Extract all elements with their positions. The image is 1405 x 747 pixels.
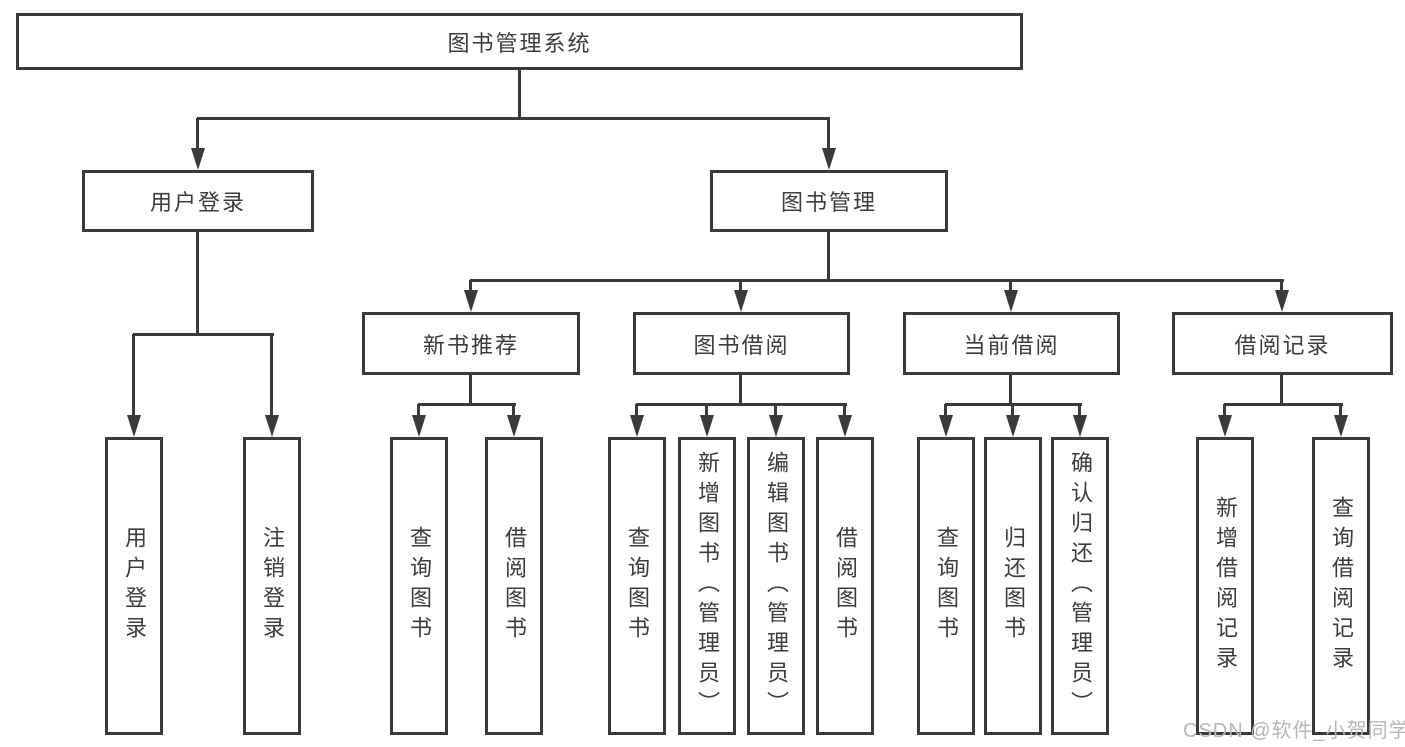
connector-borrow-rail [636, 403, 847, 406]
connector-records-stem [1280, 375, 1283, 406]
leaf-edit-books-admin: 编辑图书（管理员） [747, 437, 805, 735]
leaf-label: 新增借阅记录 [1213, 496, 1238, 676]
leaf-label: 借阅图书 [502, 526, 527, 646]
connector-current-drop-2 [1011, 404, 1014, 416]
connector-records-rail [1224, 403, 1343, 406]
leaf-query-borrow-record: 查询借阅记录 [1312, 437, 1370, 735]
arrow-down-icon [464, 290, 478, 312]
arrow-down-icon [1006, 415, 1020, 437]
connector-book-mgmt-drop-4 [1280, 280, 1283, 292]
connector-root-drop-right [827, 118, 830, 150]
leaf-label: 新增图书（管理员） [695, 451, 720, 721]
connector-borrow-drop-2 [705, 404, 708, 416]
leaf-borrow-books-recommend: 借阅图书 [485, 437, 543, 735]
node-book-management: 图书管理 [710, 170, 948, 232]
leaf-add-books-admin: 新增图书（管理员） [678, 437, 736, 735]
connector-recommend-drop-1 [417, 404, 420, 416]
node-label: 新书推荐 [422, 332, 519, 358]
node-current-borrowing: 当前借阅 [903, 312, 1120, 375]
arrow-down-icon [191, 148, 205, 170]
connector-current-stem [1009, 375, 1012, 406]
leaf-query-books-recommend: 查询图书 [390, 437, 448, 735]
arrow-down-icon [412, 415, 426, 437]
leaf-query-books-borrowing: 查询图书 [608, 437, 666, 735]
node-label: 图书管理 [780, 190, 877, 215]
leaf-label: 借阅图书 [833, 526, 858, 646]
connector-borrow-drop-4 [843, 404, 846, 416]
connector-root-stem [518, 69, 521, 119]
leaf-return-books: 归还图书 [984, 437, 1042, 735]
connector-book-mgmt-drop-3 [1009, 280, 1012, 292]
leaf-borrow-books-borrowing: 借阅图书 [816, 437, 874, 735]
node-label: 借阅记录 [1234, 332, 1331, 358]
leaf-query-books-current: 查询图书 [917, 437, 975, 735]
leaf-label: 查询图书 [625, 526, 650, 646]
arrow-down-icon [734, 290, 748, 312]
node-label: 当前借阅 [963, 332, 1060, 358]
arrow-down-icon [822, 148, 836, 170]
connector-records-drop-1 [1223, 404, 1226, 416]
leaf-label: 查询图书 [407, 526, 432, 646]
leaf-label: 查询借阅记录 [1329, 496, 1354, 676]
arrow-down-icon [1218, 415, 1232, 437]
arrow-down-icon [700, 415, 714, 437]
connector-book-mgmt-drop-2 [739, 280, 742, 292]
connector-records-drop-2 [1339, 404, 1342, 416]
arrow-down-icon [507, 415, 521, 437]
connector-current-drop-1 [944, 404, 947, 416]
leaf-label: 注销登录 [260, 526, 285, 646]
connector-borrow-drop-3 [774, 404, 777, 416]
node-label: 用户登录 [149, 190, 246, 215]
node-borrowing-records: 借阅记录 [1172, 312, 1393, 375]
leaf-label: 查询图书 [934, 526, 959, 646]
arrow-down-icon [769, 415, 783, 437]
arrow-down-icon [265, 415, 279, 437]
node-book-borrowing: 图书借阅 [633, 312, 850, 375]
connector-book-mgmt-rail [470, 279, 1284, 282]
node-library-management-system: 图书管理系统 [16, 13, 1023, 70]
node-label: 图书借阅 [693, 332, 790, 358]
arrow-down-icon [1073, 415, 1087, 437]
arrow-down-icon [630, 415, 644, 437]
arrow-down-icon [1004, 290, 1018, 312]
connector-root-rail [197, 117, 830, 120]
connector-borrow-drop-1 [635, 404, 638, 416]
leaf-label: 归还图书 [1001, 526, 1026, 646]
connector-recommend-drop-2 [512, 404, 515, 416]
arrow-down-icon [939, 415, 953, 437]
connector-user-login-stem [196, 232, 199, 336]
node-label: 图书管理系统 [447, 30, 592, 56]
connector-root-drop-left [196, 118, 199, 150]
node-user-login-group: 用户登录 [82, 170, 314, 232]
leaf-label: 编辑图书（管理员） [764, 451, 789, 721]
connector-user-login-rail [133, 333, 274, 336]
csdn-watermark: CSDN @软件_小贺同学 [1183, 720, 1405, 742]
connector-book-mgmt-drop-1 [469, 280, 472, 292]
arrow-down-icon [1334, 415, 1348, 437]
arrow-down-icon [127, 415, 141, 437]
arrow-down-icon [1275, 290, 1289, 312]
connector-user-login-drop-1 [132, 334, 135, 415]
arrow-down-icon [838, 415, 852, 437]
connector-borrow-stem [739, 375, 742, 406]
connector-recommend-stem [469, 375, 472, 406]
connector-book-mgmt-stem [827, 232, 830, 282]
node-new-book-recommendation: 新书推荐 [362, 312, 580, 375]
connector-recommend-rail [418, 403, 516, 406]
leaf-confirm-return-admin: 确认归还（管理员） [1051, 437, 1109, 735]
leaf-add-borrow-record: 新增借阅记录 [1196, 437, 1254, 735]
leaf-label: 用户登录 [122, 526, 147, 646]
connector-user-login-drop-2 [270, 334, 273, 415]
connector-current-drop-3 [1078, 404, 1081, 416]
leaf-label: 确认归还（管理员） [1068, 451, 1093, 721]
leaf-logout: 注销登录 [243, 437, 301, 735]
leaf-user-login: 用户登录 [105, 437, 163, 735]
